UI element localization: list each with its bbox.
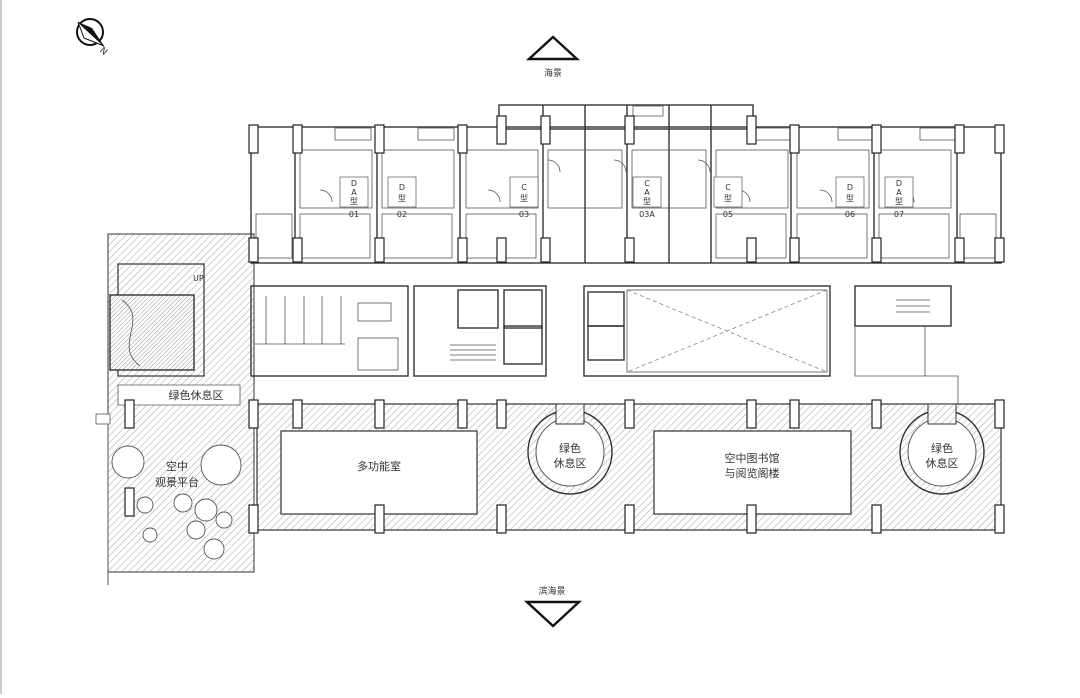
sky-library-label-1: 空中图书馆 — [725, 451, 780, 465]
room-label-07: D A 型 07 — [884, 176, 914, 219]
room-number: 01 — [349, 210, 359, 219]
room-type-line2: 型 — [398, 194, 406, 203]
stair-elevator-core-left — [413, 285, 547, 377]
room-type-line3: 型 — [895, 197, 903, 206]
room-type-line1: D — [847, 183, 853, 192]
green-rest-area-2-label-1: 绿色 — [931, 441, 953, 455]
restroom-block — [250, 285, 409, 377]
room-type-line2: 型 — [724, 194, 732, 203]
sky-library-label-2: 与阅览阁楼 — [725, 466, 780, 480]
room-label-01: D A 型 01 — [339, 176, 369, 219]
left-terrace — [95, 233, 255, 585]
sea-view-arrow-icon — [525, 35, 581, 61]
room-label-03: C 型 03 — [509, 176, 539, 219]
tree-circles — [111, 444, 242, 560]
room-type-line1: D — [399, 183, 405, 192]
room-type-line1: C — [521, 183, 527, 192]
room-number: 06 — [845, 210, 855, 219]
compass-north-letter: N — [97, 46, 109, 58]
room-label-05: C 型 05 — [713, 176, 743, 219]
coastal-view-arrow-icon — [523, 600, 583, 628]
room-number: 07 — [894, 210, 904, 219]
room-type-line1: D — [896, 179, 902, 188]
room-number: 03 — [519, 210, 529, 219]
green-rest-area-2-label-2: 休息区 — [926, 456, 959, 470]
compass-icon: N — [76, 18, 109, 58]
room-type-line2: 型 — [846, 194, 854, 203]
structural-columns — [124, 115, 1005, 534]
room-label-06: D 型 06 — [835, 176, 865, 219]
room-type-line2: 型 — [520, 194, 528, 203]
coastal-view-label: 滨海景 — [538, 585, 565, 597]
stair-up-label: UP — [193, 274, 204, 283]
sea-view-label: 海景 — [544, 67, 562, 79]
green-rest-area-1-label-2: 休息区 — [554, 456, 587, 470]
elevator-shaft-block — [583, 285, 831, 377]
sky-platform-label-1: 空中 — [166, 459, 188, 473]
room-number: 05 — [723, 210, 733, 219]
room-number: 03A — [639, 210, 655, 219]
green-rest-area-1-label-1: 绿色 — [559, 441, 581, 455]
room-type-line2: A — [644, 188, 650, 197]
room-type-line2: A — [351, 188, 357, 197]
room-type-line3: 型 — [350, 197, 358, 206]
room-type-line1: C — [644, 179, 650, 188]
room-type-line1: D — [351, 179, 357, 188]
room-label-03a: C A 型 03A — [632, 176, 662, 219]
room-number: 02 — [397, 210, 407, 219]
room-type-line1: C — [725, 183, 731, 192]
room-type-line3: 型 — [643, 197, 651, 206]
stair-core-right — [854, 285, 959, 404]
multi-function-room-label: 多功能室 — [357, 459, 401, 473]
green-rest-area-left-label: 绿色休息区 — [169, 388, 224, 402]
sky-platform-label-2: 观景平台 — [155, 475, 199, 489]
room-label-02: D 型 02 — [387, 176, 417, 219]
room-type-line2: A — [896, 188, 902, 197]
